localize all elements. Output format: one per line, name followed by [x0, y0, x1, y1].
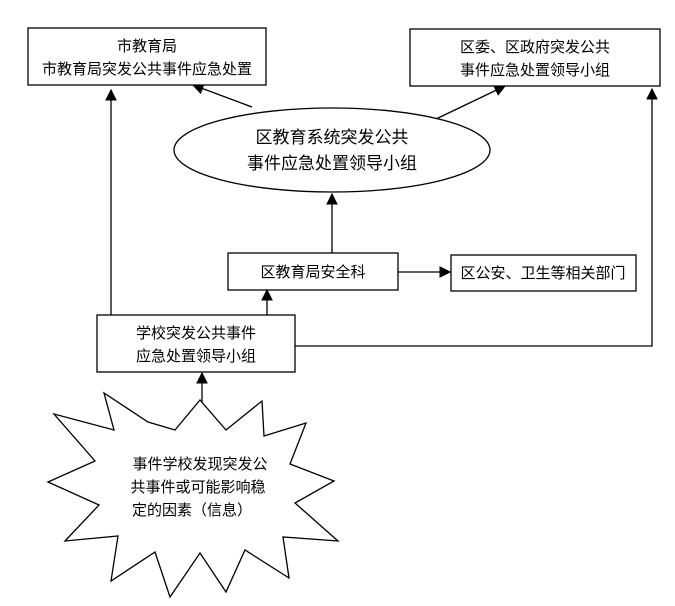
node-school-group-line1: 学校突发公共事件: [136, 324, 256, 342]
node-district-edu-line1: 区教育系统突发公共: [256, 128, 409, 148]
node-city-education-bureau: 市教育局 市教育局突发公共事件应急处置: [27, 27, 267, 86]
node-city-line1: 市教育局: [117, 37, 177, 55]
starburst-shape: [46, 391, 340, 599]
node-police-health: 区公安、卫生等相关部门: [450, 254, 637, 292]
node-trigger-line3: 定的因素（信息）: [132, 501, 252, 519]
node-district-committee-line2: 事件应急处置领导小组: [460, 61, 610, 79]
node-district-committee: 区委、区政府突发公共 事件应急处置领导小组: [409, 28, 661, 87]
node-district-edu-leadership: 区教育系统突发公共 事件应急处置领导小组: [173, 107, 491, 193]
arrow-oval-to-district-committee: [435, 85, 507, 120]
node-safety-section-label: 区教育局安全科: [260, 263, 365, 281]
node-safety-section: 区教育局安全科: [227, 252, 399, 291]
node-district-edu-line2: 事件应急处置领导小组: [247, 154, 417, 174]
arrow-oval-to-city: [191, 83, 253, 108]
node-district-committee-line1: 区委、区政府突发公共: [460, 38, 610, 56]
node-school-group-line2: 应急处置领导小组: [136, 347, 256, 365]
node-trigger-line2: 共事件或可能影响稳: [130, 478, 265, 496]
node-trigger-line1: 事件学校发现突发公: [132, 455, 267, 473]
node-trigger-starburst: 事件学校发现突发公 共事件或可能影响稳 定的因素（信息）: [46, 391, 340, 599]
node-city-line2: 市教育局突发公共事件应急处置: [42, 60, 252, 78]
node-school-group: 学校突发公共事件 应急处置领导小组: [96, 314, 296, 373]
arrow-school-to-district-committee: [295, 87, 658, 347]
node-police-health-label: 区公安、卫生等相关部门: [460, 264, 625, 282]
